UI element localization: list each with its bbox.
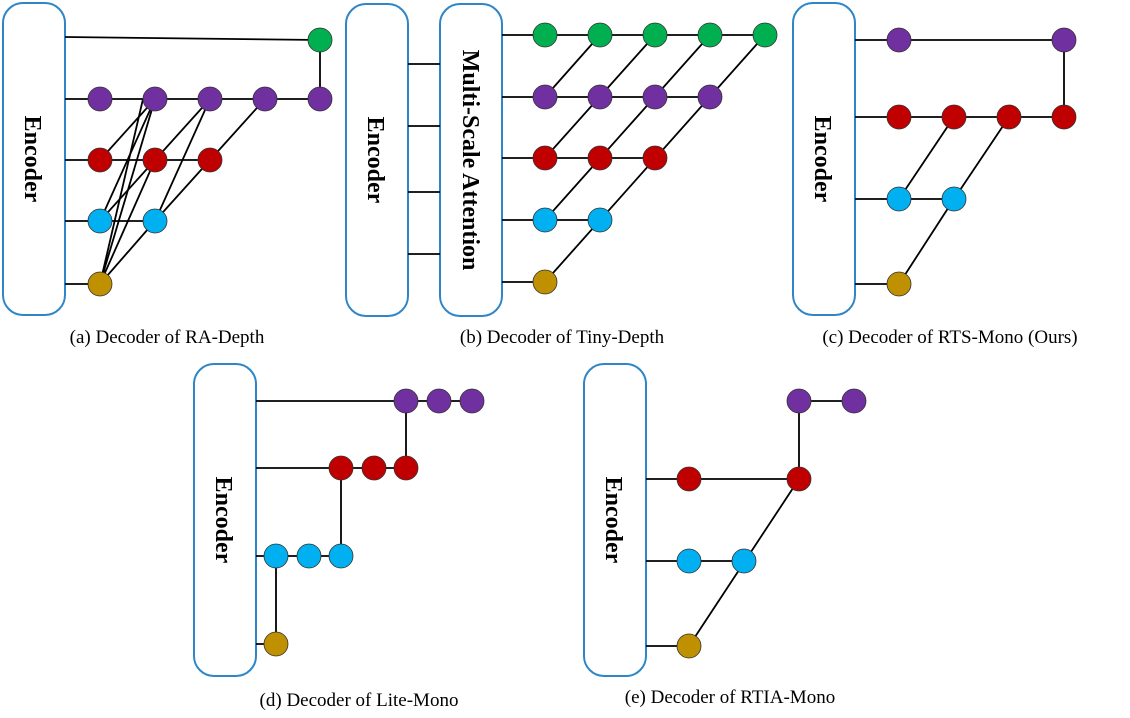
panel-c: Encoder (c) Decoder of RTS-Mono (Ours) <box>792 2 1078 348</box>
attention-label-b: Multi-Scale Attention <box>457 50 483 271</box>
panel-b: Encoder Multi-Scale Attention <box>345 3 778 348</box>
encoder-label-d: Encoder <box>210 477 236 564</box>
encoder-label-b: Encoder <box>362 117 388 204</box>
encoder-box-e <box>583 363 647 677</box>
encoder-label-a: Encoder <box>19 116 45 203</box>
panel-e: Encoder (e) Decoder of RTIA-Mono <box>583 363 867 708</box>
encoder-box-d <box>193 363 257 677</box>
caption-e: (e) Decoder of RTIA-Mono <box>625 687 835 708</box>
caption-d: (d) Decoder of Lite-Mono <box>260 690 459 711</box>
encoder-box-a <box>2 2 66 316</box>
attention-box-b <box>439 3 503 317</box>
encoder-box-b <box>345 3 409 317</box>
encoder-label-e: Encoder <box>600 477 626 564</box>
caption-b: (b) Decoder of Tiny-Depth <box>460 327 665 348</box>
caption-c: (c) Decoder of RTS-Mono (Ours) <box>822 327 1077 348</box>
panel-a: Encoder (a) Decoder of RA-Depth <box>2 2 333 348</box>
encoder-box-c <box>792 2 856 316</box>
encoder-label-c: Encoder <box>809 116 835 203</box>
caption-a: (a) Decoder of RA-Depth <box>70 327 265 348</box>
panel-d: Encoder (d) Decoder of Lite-Mono <box>193 363 485 711</box>
